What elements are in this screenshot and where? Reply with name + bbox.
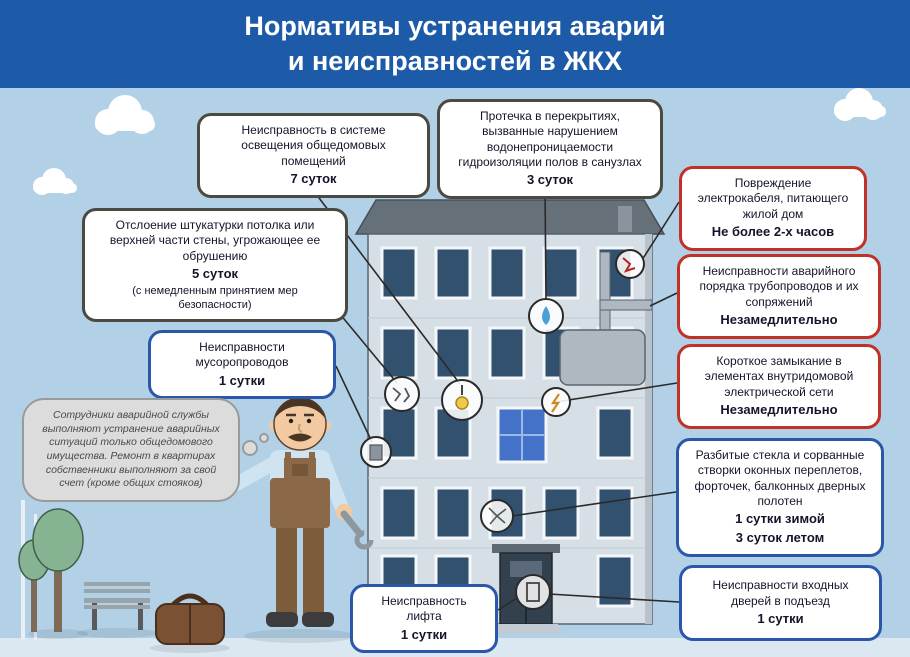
callout-power-cable: Повреждение электрокабеля, питающего жил… (679, 166, 867, 251)
crack-icon (392, 387, 402, 402)
callout-term: 7 суток (290, 171, 337, 187)
callout-text: Неисправность в системе освещения общедо… (241, 123, 386, 168)
callout-term: 1 сутки зимой (735, 511, 825, 527)
callout-note: (с немедленным принятием мер безопасност… (132, 284, 298, 311)
callout-term2: 3 суток летом (735, 530, 825, 546)
callout-term: Не более 2-х часов (711, 224, 835, 240)
roof-vent (618, 206, 632, 232)
callout-short-circuit: Короткое замыкание в элементах внутридом… (677, 344, 881, 429)
callout-plaster: Отслоение штукатурки потолка или верхней… (82, 208, 348, 322)
lamp-highlight (441, 379, 483, 421)
callout-text: Короткое замыкание в элементах внутридом… (704, 354, 854, 399)
callout-text: Отслоение штукатурки потолка или верхней… (109, 218, 321, 263)
door-highlight (515, 574, 551, 610)
chute-hatch-icon (369, 444, 383, 461)
callout-term: Незамедлительно (720, 312, 838, 328)
page-title-line2: и неисправностей в ЖКХ (287, 46, 623, 76)
callout-leak: Протечка в перекрытиях, вызванные наруше… (437, 99, 663, 200)
speech-bubble: Сотрудники аварийной службы выполняют ус… (22, 398, 240, 502)
callout-broken-glass: Разбитые стекла и сорванные створки окон… (676, 438, 884, 557)
speech-bubble-text: Сотрудники аварийной службы выполняют ус… (42, 409, 220, 490)
speech-bubble-tail (242, 433, 269, 456)
cloud-icon (33, 88, 886, 195)
short-circuit-highlight (541, 387, 571, 417)
callout-entrance-doors: Неисправности входных дверей в подъезд 1… (679, 565, 882, 641)
callout-text: Неисправности аварийного порядка трубопр… (699, 264, 859, 309)
pipe-assembly (559, 251, 653, 386)
callout-text: Повреждение электрокабеля, питающего жил… (697, 176, 849, 221)
callout-pipelines: Неисправности аварийного порядка трубопр… (677, 254, 881, 339)
drainpipe (645, 234, 652, 624)
page-title-line1: Нормативы устранения аварий (244, 11, 666, 42)
chute-highlight (360, 436, 392, 468)
lightning-icon (550, 393, 561, 413)
callout-text: Неисправность лифта (381, 594, 467, 624)
tree-icon (18, 508, 84, 632)
callout-text: Протечка в перекрытиях, вызванные наруше… (458, 109, 642, 170)
callout-garbage-chute: Неисправности мусоропроводов 1 сутки (148, 330, 336, 400)
leak-highlight (528, 298, 564, 334)
tool-bag-icon (155, 593, 225, 645)
callout-term: 1 сутки (400, 626, 448, 642)
callout-text: Разбитые стекла и сорванные створки окон… (694, 448, 866, 509)
callout-lighting: Неисправность в системе освещения общедо… (197, 113, 430, 198)
door-icon (526, 582, 540, 602)
poster-header: Нормативы устранения аварий и неисправно… (0, 0, 910, 88)
bench-icon (84, 582, 150, 630)
callout-term: 1 сутки (218, 372, 266, 388)
callout-text: Неисправности входных дверей в подъезд (712, 578, 849, 608)
callout-term: Незамедлительно (720, 402, 838, 418)
callout-text: Неисправности мусоропроводов (195, 340, 289, 370)
wrench-icon (340, 510, 364, 538)
bulb-icon (455, 396, 469, 410)
broken-glass-highlight (480, 499, 514, 533)
shadows (28, 628, 356, 653)
glass-crack-icon (488, 507, 507, 525)
cable-icon (622, 257, 636, 273)
water-drop-icon (542, 306, 550, 325)
callout-term: 1 сутки (757, 611, 804, 627)
cable-highlight (615, 249, 645, 279)
callout-elevator: Неисправность лифта 1 сутки (350, 584, 498, 654)
plaster-highlight (384, 376, 420, 412)
callout-term: 5 суток (191, 266, 239, 282)
highlight-circles (360, 249, 645, 610)
callout-term: 3 суток (526, 172, 574, 188)
